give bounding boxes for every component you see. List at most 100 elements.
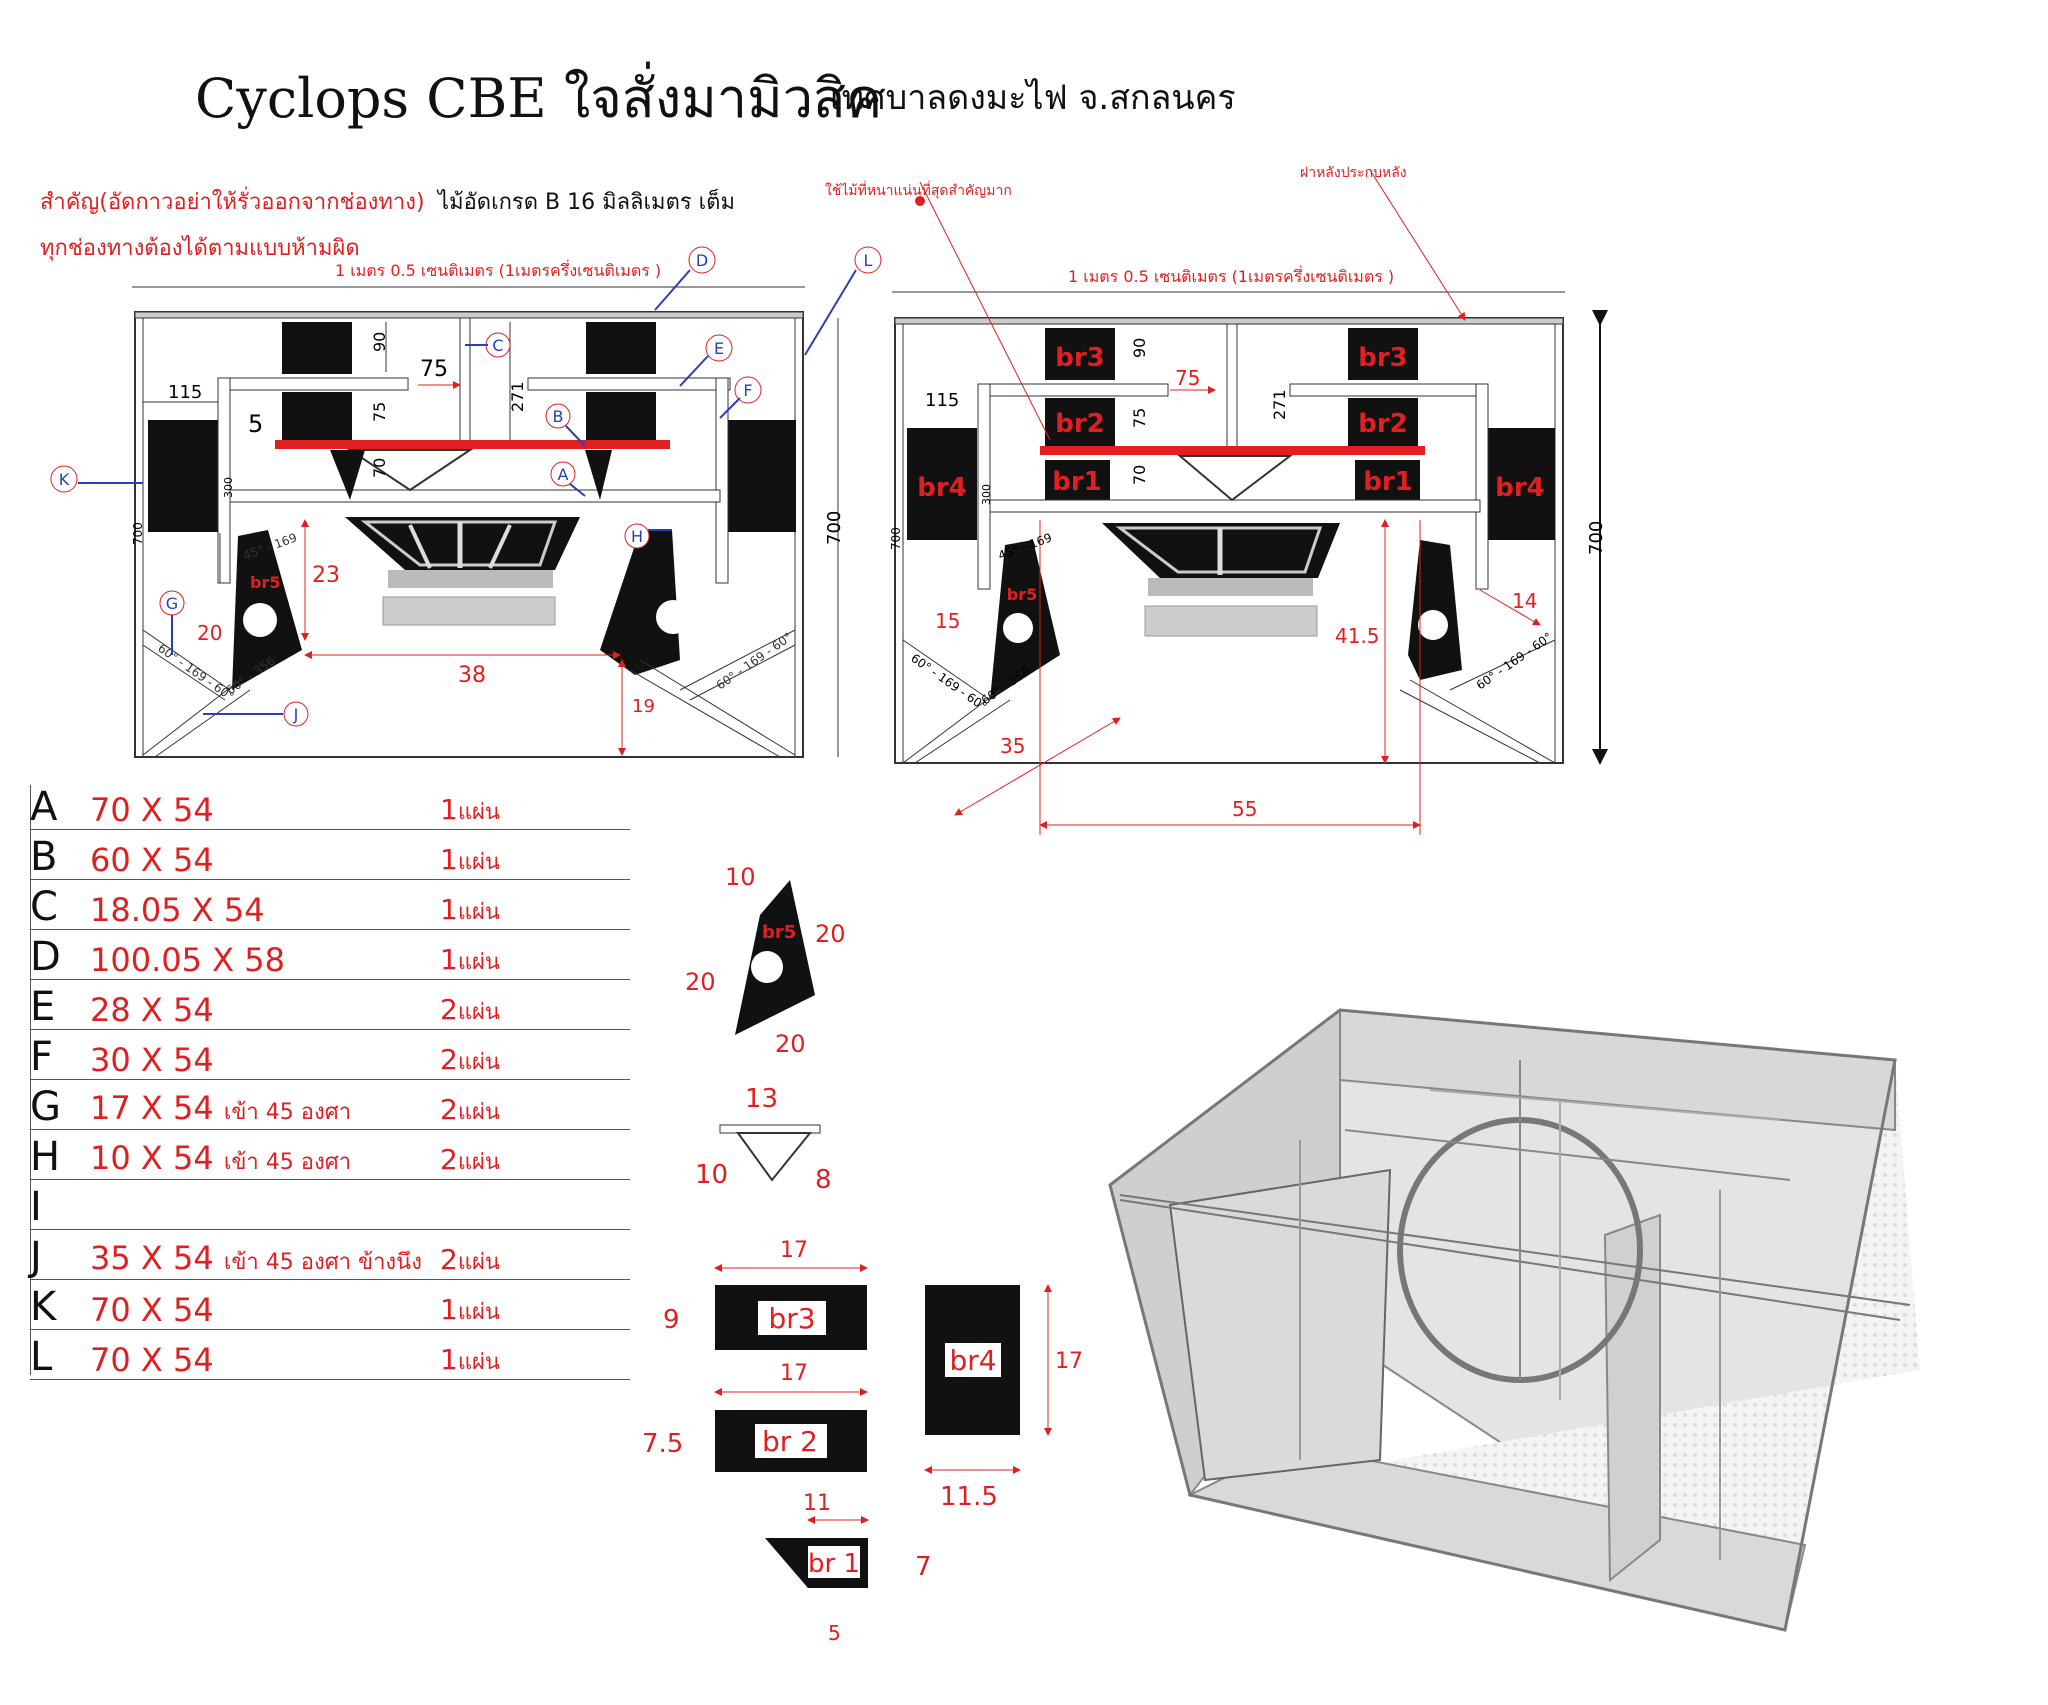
br3-label-left: br3: [1055, 343, 1105, 373]
part-letter: F: [30, 1029, 90, 1080]
r-dim-75-horizontal: 75: [1175, 366, 1200, 390]
br3-label-right: br3: [1358, 343, 1408, 373]
r-dim-55: 55: [1232, 797, 1257, 821]
r-dim-271: 271: [1270, 389, 1289, 420]
part-qty: 1: [440, 1343, 458, 1376]
parts-row: I: [30, 1179, 630, 1230]
woofer-right: [1102, 523, 1340, 637]
part-quantity: 1แผ่น: [440, 1279, 630, 1330]
part-quantity: 2แผ่น: [440, 1029, 630, 1080]
detail-br5-bottom: 20: [775, 1030, 806, 1058]
r-angle-label-4: 60° - 169 - 60°: [1474, 630, 1555, 693]
part-unit: แผ่น: [457, 900, 500, 925]
part-qty: 2: [440, 1043, 458, 1076]
callout-f: F: [743, 381, 752, 400]
part-quantity: 2แผ่น: [440, 979, 630, 1030]
part-dimension: 70 X 54: [90, 785, 440, 830]
part-quantity: 2แผ่น: [440, 1129, 630, 1180]
part-quantity: [440, 1179, 630, 1230]
callout-g: G: [166, 594, 178, 613]
material-note: ไม้อัดเกรด B 16 มิลลิเมตร เต็ม: [438, 190, 735, 215]
part-unit: แผ่น: [457, 950, 500, 975]
r-dim-700-outer: 700: [1586, 521, 1607, 555]
dim-20: 20: [197, 621, 222, 645]
br1-label-right: br1: [1363, 467, 1413, 497]
right-cabinet-drawing: 1 เมตร 0.5 เซนติเมตร (1เมตรครึ่งเซนติเมต…: [889, 169, 1608, 835]
part-extra: เข้า 45 องศา: [223, 1150, 352, 1175]
part-dimension: [90, 1179, 440, 1230]
callout-e: E: [714, 339, 724, 358]
part-unit: แผ่น: [457, 1300, 500, 1325]
part-qty: 1: [440, 793, 458, 826]
part-letter: K: [30, 1279, 90, 1330]
detail-br1-width: 11: [803, 1491, 831, 1516]
part-qty: 2: [440, 1243, 458, 1276]
detail-br1-height: 7: [915, 1552, 932, 1582]
left-width-note: 1 เมตร 0.5 เซนติเมตร (1เมตรครึ่งเซนติเมต…: [335, 259, 661, 280]
dim-271: 271: [508, 381, 527, 412]
part-qty: 1: [440, 943, 458, 976]
detail-br4-width: 11.5: [940, 1482, 998, 1512]
detail-br1-bottom: 5: [828, 1621, 841, 1645]
part-size: 28 X 54: [90, 991, 214, 1029]
dim-70: 70: [370, 458, 389, 478]
woofer-left: [345, 517, 580, 626]
part-qty: 2: [440, 993, 458, 1026]
part-unit: แผ่น: [457, 1050, 500, 1075]
part-unit: แผ่น: [457, 850, 500, 875]
part-qty: 1: [440, 843, 458, 876]
part-quantity: 1แผ่น: [440, 929, 630, 980]
page-title: Cyclops CBE ใจสั่งมามิวสิค: [195, 67, 883, 130]
part-letter: L: [30, 1329, 90, 1380]
dim-700-inner: 700: [131, 522, 145, 545]
br2-label-left: br2: [1055, 409, 1105, 439]
part-unit: แผ่น: [457, 800, 500, 825]
part-letter: I: [30, 1179, 90, 1230]
part-qty: 1: [440, 1293, 458, 1326]
part-size: 35 X 54: [90, 1239, 214, 1277]
r-dim-35: 35: [1000, 734, 1025, 758]
br2-label-right: br2: [1358, 409, 1408, 439]
br4-label-right: br4: [1495, 473, 1545, 503]
part-qty: 2: [440, 1143, 458, 1176]
part-dimension: 70 X 54: [90, 1279, 440, 1330]
callout-c: C: [492, 336, 503, 355]
detail-br2-width: 17: [780, 1361, 808, 1386]
part-dimension: 18.05 X 54: [90, 879, 440, 930]
callout-l: L: [864, 251, 873, 270]
br4-label-left: br4: [917, 473, 967, 503]
part-size: 100.05 X 58: [90, 941, 285, 979]
all-ports-note: ทุกช่องทางต้องได้ตามแบบห้ามผิด: [40, 236, 360, 261]
r-dim-70: 70: [1130, 465, 1149, 485]
part-dimension: 30 X 54: [90, 1029, 440, 1080]
detail-br5-label: br5: [762, 922, 796, 943]
part-letter: C: [30, 879, 90, 930]
dim-700-outer: 700: [824, 511, 845, 545]
part-extra: เข้า 45 องศา ข้างนึง: [223, 1250, 422, 1275]
part-dimension: 35 X 54 เข้า 45 องศา ข้างนึง: [90, 1229, 440, 1280]
part-quantity: 1แผ่น: [440, 785, 630, 830]
callout-d: D: [696, 251, 708, 270]
back-panel-note: ฝาหลังประกบหลัง: [1300, 165, 1407, 181]
part-quantity: 1แผ่น: [440, 829, 630, 880]
dim-5: 5: [248, 410, 263, 438]
detail-br4: br4 17 11.5: [924, 1284, 1083, 1512]
part-size: 17 X 54: [90, 1089, 214, 1127]
detail-br3-height: 9: [663, 1305, 680, 1335]
dim-75-vertical: 75: [370, 402, 389, 422]
part-dimension: 10 X 54 เข้า 45 องศา: [90, 1129, 440, 1180]
detail-br5: br5 10 20 20 20: [685, 863, 846, 1058]
detail-br2: br 2 17 7.5: [642, 1361, 868, 1472]
callout-h: H: [631, 527, 643, 546]
detail-br5-left: 20: [685, 968, 716, 996]
r-dim-14: 14: [1512, 589, 1537, 613]
r-dim-15: 15: [935, 609, 960, 633]
part-unit: แผ่น: [457, 1250, 500, 1275]
